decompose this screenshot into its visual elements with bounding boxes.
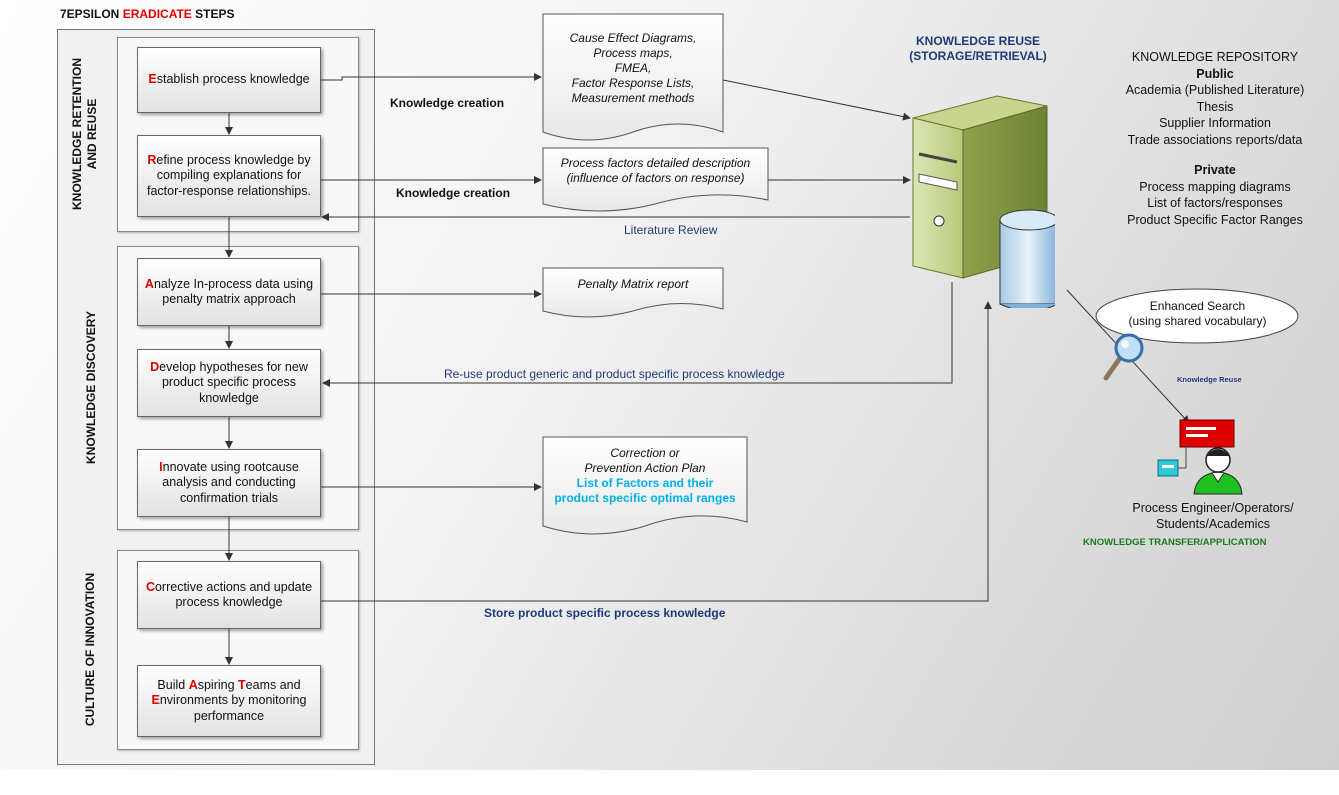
step-build-teams: Build Aspiring Teams and Environments by… xyxy=(137,665,321,737)
knowledge-repository: KNOWLEDGE REPOSITORY Public Academia (Pu… xyxy=(1125,50,1305,227)
step-analyze: Analyze In-process data using penalty ma… xyxy=(137,258,321,326)
step-corrective: Corrective actions and update process kn… xyxy=(137,561,321,629)
label-knowledge-creation-2: Knowledge creation xyxy=(396,186,511,200)
search-bubble-text: Enhanced Search(using shared vocabulary) xyxy=(1128,299,1267,328)
diagram-title: 7EPSILON ERADICATE STEPS xyxy=(60,7,235,21)
label-knowledge-reuse: Knowledge Reuse xyxy=(1177,375,1242,384)
step-refine: Refine process knowledge by compiling ex… xyxy=(137,135,321,217)
server-icon xyxy=(912,95,1055,308)
label-knowledge-reuse-header: KNOWLEDGE REUSE(STORAGE/RETRIEVAL) xyxy=(909,34,1047,63)
users-label: Process Engineer/Operators/Students/Acad… xyxy=(1132,501,1294,531)
doc-penalty-matrix: Penalty Matrix report xyxy=(577,276,689,291)
label-knowledge-creation-1: Knowledge creation xyxy=(390,96,505,110)
doc-factors-description: Process factors detailed description(inf… xyxy=(560,156,751,185)
knowledge-flow-arrows xyxy=(321,73,1190,602)
label-store: Store product specific process knowledge xyxy=(484,606,726,620)
document-shapes xyxy=(542,13,769,535)
label-literature-review: Literature Review xyxy=(624,223,718,237)
user-workstation-icon xyxy=(1157,419,1243,495)
magnifier-icon xyxy=(1103,333,1144,381)
doc-process-knowledge: Cause Effect Diagrams,Process maps,FMEA,… xyxy=(569,30,697,105)
label-reuse: Re-use product generic and product speci… xyxy=(444,367,785,381)
search-bubble xyxy=(1095,288,1299,344)
knowledge-transfer-label: KNOWLEDGE TRANSFER/APPLICATION xyxy=(1083,537,1267,548)
step-develop: Develop hypotheses for new product speci… xyxy=(137,349,321,417)
step-innovate: Innovate using rootcause analysis and co… xyxy=(137,449,321,517)
step-establish: Establish process knowledge xyxy=(137,47,321,113)
